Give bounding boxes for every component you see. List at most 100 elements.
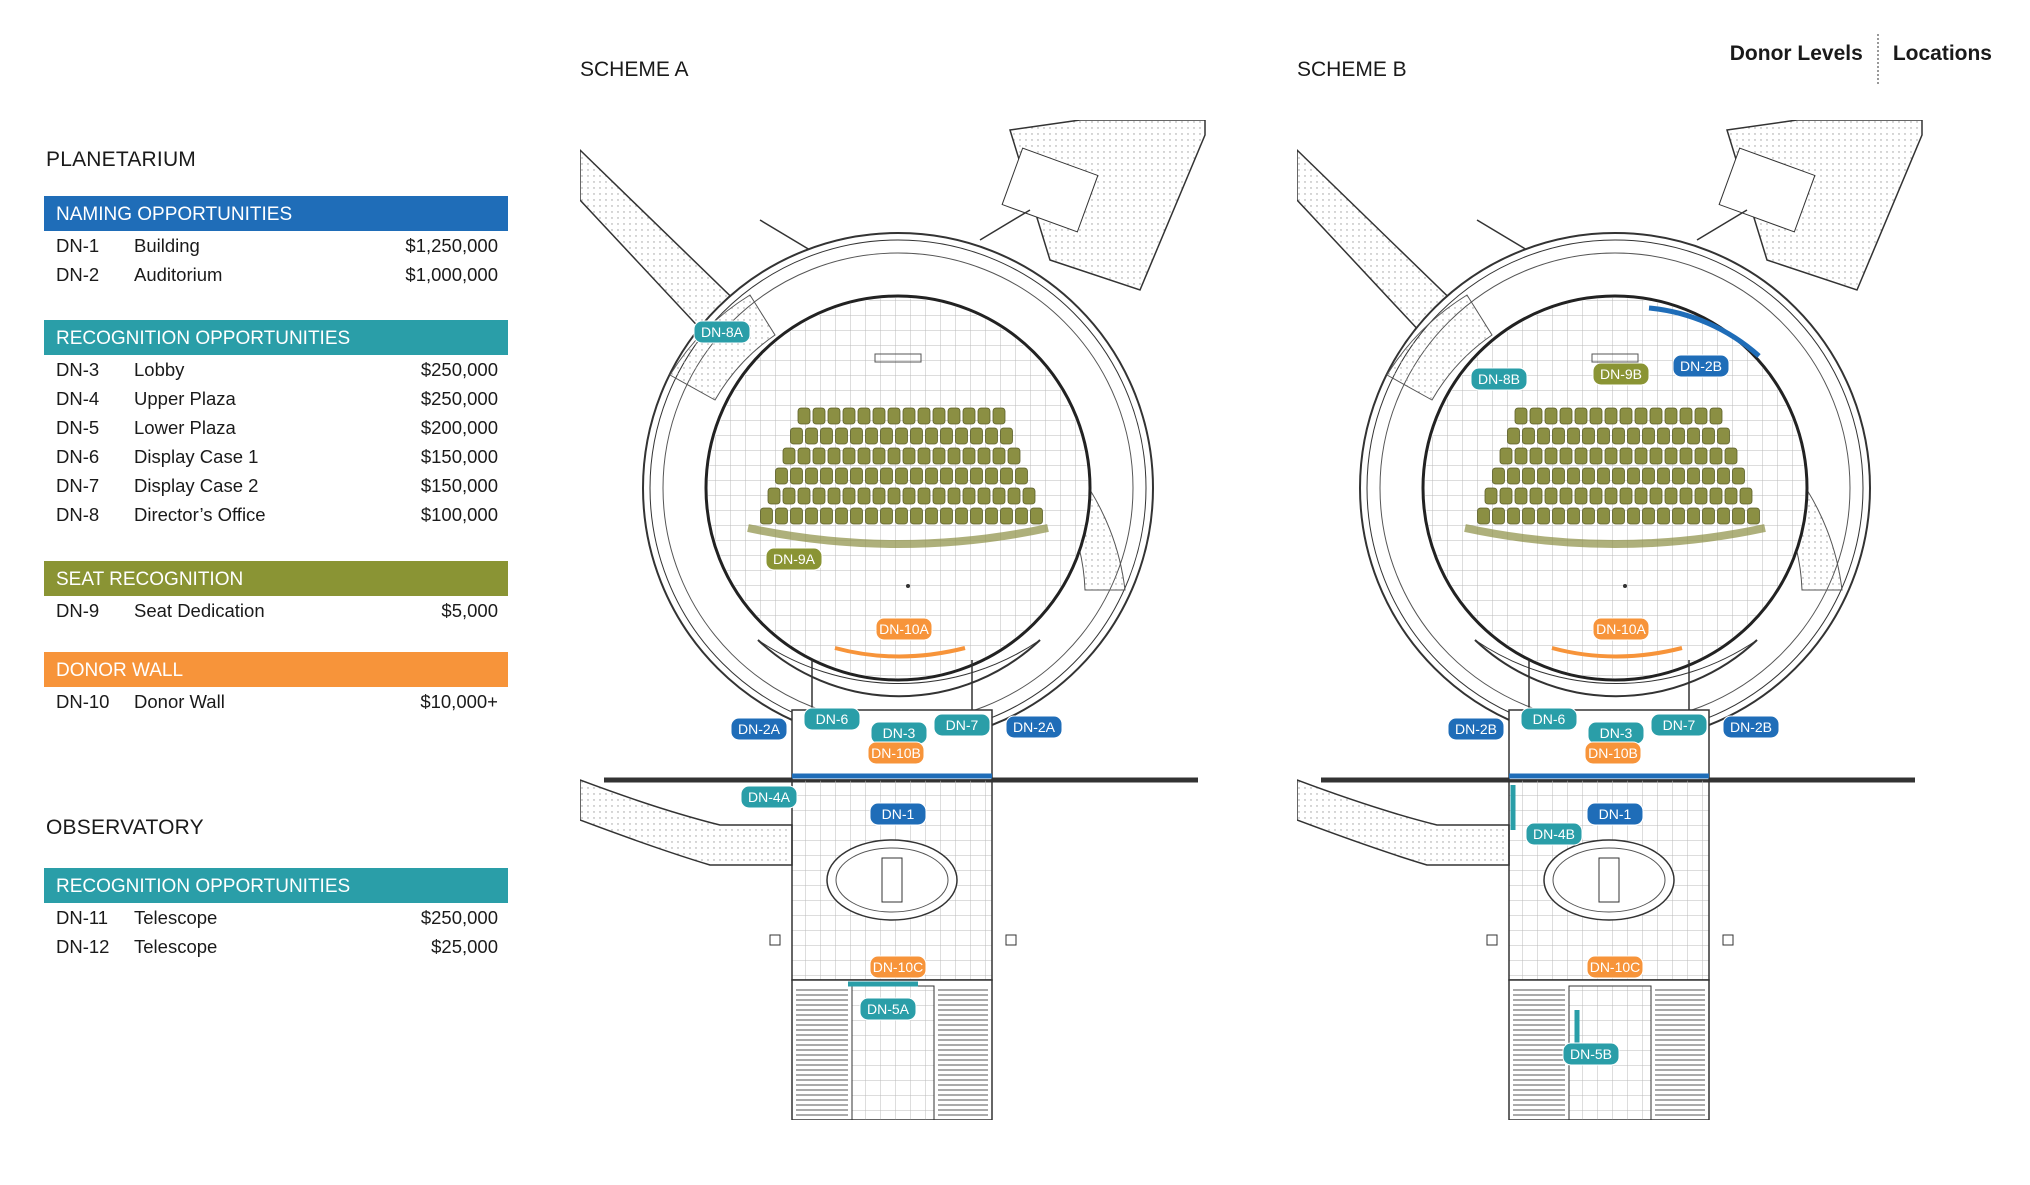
tag-pill xyxy=(867,741,925,765)
seat xyxy=(1015,507,1028,525)
seat xyxy=(1672,467,1685,485)
location-tag: DN-2B xyxy=(1672,354,1730,378)
seat xyxy=(962,447,976,465)
tag-label: DN-2B xyxy=(1680,358,1722,374)
seat xyxy=(1597,427,1610,445)
seat xyxy=(812,407,826,425)
location-tag: DN-8A xyxy=(693,320,751,344)
tag-pill xyxy=(1722,715,1780,739)
seat xyxy=(1664,447,1678,465)
legend-amount: $150,000 xyxy=(420,475,498,496)
seat xyxy=(895,507,908,525)
seat xyxy=(977,407,991,425)
legend-code: DN-9 xyxy=(56,600,100,621)
nav-donor-levels[interactable]: Donor Levels xyxy=(1729,42,1863,65)
seat xyxy=(992,447,1006,465)
seat xyxy=(1514,447,1528,465)
wall xyxy=(1696,209,1748,241)
legend-code: DN-10 xyxy=(56,691,110,712)
seat xyxy=(1514,487,1528,505)
seat xyxy=(1672,507,1685,525)
seat xyxy=(842,447,856,465)
seat xyxy=(985,427,998,445)
legend-code: DN-12 xyxy=(56,936,110,957)
seat xyxy=(1687,467,1700,485)
tag-label: DN-1 xyxy=(882,806,915,822)
planetarium-title: PLANETARIUM xyxy=(46,148,196,171)
location-tag: DN-5B xyxy=(1562,1042,1620,1066)
seat xyxy=(925,427,938,445)
seat xyxy=(902,447,916,465)
seat xyxy=(1724,447,1738,465)
location-tag: DN-8B xyxy=(1470,367,1528,391)
tag-pill xyxy=(765,547,823,571)
seat xyxy=(1567,467,1580,485)
naming-header: NAMING OPPORTUNITIES xyxy=(44,196,508,231)
seat xyxy=(820,427,833,445)
seat-header: SEAT RECOGNITION xyxy=(44,561,508,596)
tag-label: DN-3 xyxy=(1600,725,1633,741)
center-dot xyxy=(906,584,910,588)
room-nw xyxy=(669,294,776,401)
lobby-arc-outer xyxy=(757,639,1041,684)
tag-label: DN-9B xyxy=(1600,366,1642,382)
seat xyxy=(1522,467,1535,485)
tag-pill xyxy=(1586,955,1644,979)
seat xyxy=(940,507,953,525)
tag-pill xyxy=(740,785,798,809)
seat xyxy=(1702,427,1715,445)
seat xyxy=(1507,507,1520,525)
seat xyxy=(992,487,1006,505)
seat xyxy=(925,507,938,525)
seat xyxy=(775,467,788,485)
seat xyxy=(835,507,848,525)
left-walkway xyxy=(580,779,793,866)
seat xyxy=(1552,427,1565,445)
seat xyxy=(1664,487,1678,505)
seat xyxy=(932,487,946,505)
legend-amount: $150,000 xyxy=(420,446,498,467)
donor-wall-a xyxy=(1551,646,1683,659)
seat xyxy=(977,447,991,465)
seat xyxy=(1687,507,1700,525)
tag-label: DN-8A xyxy=(701,324,744,340)
wall xyxy=(1476,219,1528,251)
seat xyxy=(1702,467,1715,485)
seat xyxy=(955,467,968,485)
seat xyxy=(1604,447,1618,465)
seat xyxy=(1477,507,1490,525)
lobby-arc xyxy=(1474,639,1758,698)
seat xyxy=(1679,447,1693,465)
seat xyxy=(1679,407,1693,425)
tag-pill xyxy=(1672,354,1730,378)
seat xyxy=(842,407,856,425)
seat xyxy=(805,507,818,525)
legend-amount: $250,000 xyxy=(420,388,498,409)
seat xyxy=(805,467,818,485)
bench-marker xyxy=(1722,934,1734,946)
tag-label: DN-7 xyxy=(1663,717,1696,733)
seat xyxy=(850,507,863,525)
seat xyxy=(1567,507,1580,525)
seat xyxy=(910,467,923,485)
seat xyxy=(850,467,863,485)
seat xyxy=(1709,487,1723,505)
legend-code: DN-4 xyxy=(56,388,100,409)
tag-pill xyxy=(1520,707,1578,731)
seat xyxy=(887,447,901,465)
seat xyxy=(970,467,983,485)
tag-label: DN-10A xyxy=(1596,621,1646,637)
seat xyxy=(827,487,841,505)
nav-locations[interactable]: Locations xyxy=(1892,42,1992,65)
seat xyxy=(1657,467,1670,485)
seat xyxy=(1559,407,1573,425)
seat xyxy=(1619,487,1633,505)
seat xyxy=(1657,427,1670,445)
seat xyxy=(1717,427,1730,445)
